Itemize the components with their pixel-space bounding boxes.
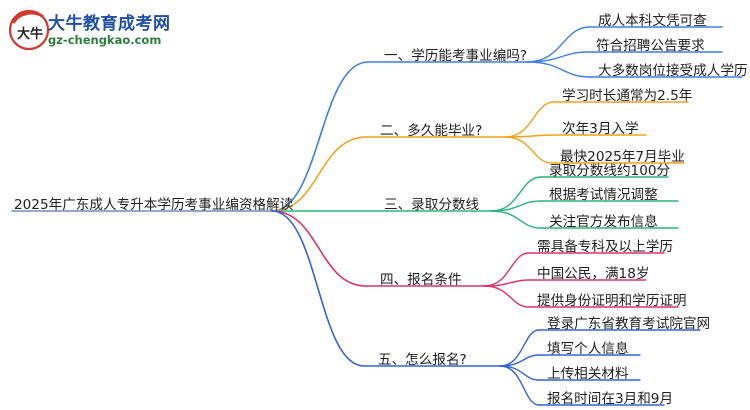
leaf-label-1-2: 符合招聘公告要求 bbox=[596, 38, 705, 54]
branch-connector bbox=[271, 61, 369, 212]
leaf-label-3-3: 关注官方发布信息 bbox=[549, 214, 658, 230]
branch-connector bbox=[271, 210, 365, 367]
bull-logo-icon: 大牛 bbox=[8, 9, 50, 51]
leaf-label-1-1: 成人本科文凭可查 bbox=[598, 13, 707, 29]
leaf-connector bbox=[499, 365, 540, 381]
leaf-label-5-1: 登录广东省教育考试院官网 bbox=[547, 316, 711, 332]
leaf-connector bbox=[504, 136, 553, 164]
branch-label-1: 一、学历能考事业编吗? bbox=[384, 48, 528, 64]
branch-label-2: 二、多久能毕业? bbox=[380, 123, 483, 139]
branch-label-3: 三、录取分数线 bbox=[384, 197, 480, 213]
logo-glyph-da: 大牛 bbox=[17, 26, 43, 42]
leaf-connector bbox=[526, 26, 591, 63]
leaf-label-5-4: 报名时间在3月和9月 bbox=[547, 391, 674, 407]
leaf-label-4-1: 需具备专科及以上学历 bbox=[537, 239, 673, 255]
leaf-label-5-3: 上传相关材料 bbox=[547, 366, 629, 382]
leaf-connector bbox=[490, 176, 542, 212]
leaf-label-2-1: 学习时长通常为2.5年 bbox=[562, 88, 693, 104]
logo-title: 大牛教育成考网 bbox=[48, 14, 171, 34]
leaf-connector bbox=[504, 101, 555, 138]
leaf-label-2-3: 最快2025年7月毕业 bbox=[560, 149, 685, 165]
leaf-label-4-2: 中国公民，满18岁 bbox=[537, 266, 650, 282]
root-topic: 2025年广东成人专升本学历考事业编资格解读 bbox=[14, 197, 294, 213]
leaf-connector bbox=[526, 61, 591, 78]
branch-connector bbox=[271, 210, 367, 287]
leaf-label-3-2: 根据考试情况调整 bbox=[549, 187, 658, 203]
leaf-connector bbox=[490, 210, 542, 229]
branch-label-5: 五、怎么报名? bbox=[378, 352, 467, 368]
logo-url: gz-chengkao.com bbox=[48, 33, 162, 47]
leaf-label-1-3: 大多数岗位接受成人学历 bbox=[598, 63, 748, 79]
branch-connector bbox=[271, 136, 367, 212]
leaf-connector bbox=[499, 365, 540, 406]
leaf-label-2-2: 次年3月入学 bbox=[562, 121, 639, 137]
leaf-connector bbox=[499, 354, 540, 367]
leaf-connector bbox=[483, 252, 530, 287]
leaf-label-3-1: 录取分数线约100分 bbox=[549, 163, 671, 179]
leaf-label-5-2: 填写个人信息 bbox=[547, 341, 629, 357]
leaf-connector bbox=[499, 329, 540, 367]
leaf-connector bbox=[483, 285, 530, 308]
branch-label-4: 四、报名条件 bbox=[380, 272, 462, 288]
leaf-label-4-3: 提供身份证明和学历证明 bbox=[537, 293, 687, 309]
site-logo: 大牛 大牛教育成考网 gz-chengkao.com bbox=[8, 8, 171, 52]
